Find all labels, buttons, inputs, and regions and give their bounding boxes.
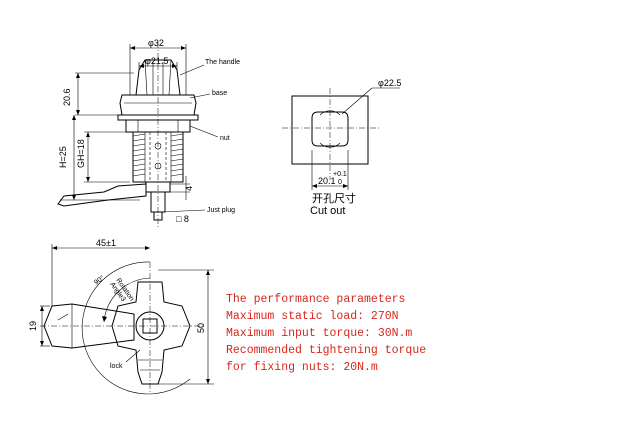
dim-50: 50 <box>196 323 206 333</box>
dim-45: 45±1 <box>96 238 116 248</box>
dim-h25: H=25 <box>58 146 68 168</box>
angle-90: 90° <box>93 274 106 287</box>
dim-square-8: □ 8 <box>176 214 189 224</box>
dim-20-6: 20.6 <box>62 88 72 106</box>
label-the-handle: The handle <box>205 59 240 66</box>
front-view: 45±1 90° Rotation Angle3 19 50 lock <box>28 238 214 395</box>
cutout-title-en: Cut out <box>310 205 345 217</box>
dim-20-1: 20.1 <box>318 176 336 186</box>
performance-parameters: The performance parameters Maximum stati… <box>226 293 426 374</box>
dim-gh18: GH=18 <box>76 139 86 168</box>
perf-fixing-nuts: for fixing nuts: 20N.m <box>226 361 378 374</box>
cutout-view: φ22.5 20.1 +0.1 0 开孔尺寸 Cut out <box>282 78 401 217</box>
label-nut: nut <box>220 135 230 142</box>
dim-phi22-5: φ22.5 <box>378 78 401 88</box>
tol-lower: 0 <box>338 179 342 186</box>
cutout-title-cn: 开孔尺寸 <box>312 191 356 205</box>
dim-phi32: φ32 <box>148 38 164 48</box>
perf-input-torque: Maximum input torque: 30N.m <box>226 327 412 340</box>
label-just-plug: Just plug <box>207 207 235 214</box>
perf-static-load: Maximum static load: 270N <box>226 310 399 323</box>
side-view: φ32 φ21.5 20.6 H=25 GH=18 4 The handle b… <box>57 38 240 228</box>
perf-tightening-torque: Recommended tightening torque <box>226 344 426 357</box>
dim-phi21-5: φ21.5 <box>145 56 168 66</box>
dim-19: 19 <box>28 321 38 331</box>
perf-heading: The performance parameters <box>226 293 405 306</box>
label-lock: lock <box>110 363 123 370</box>
label-base: base <box>212 90 227 97</box>
tol-upper: +0.1 <box>333 171 347 178</box>
dim-4: 4 <box>184 186 194 191</box>
